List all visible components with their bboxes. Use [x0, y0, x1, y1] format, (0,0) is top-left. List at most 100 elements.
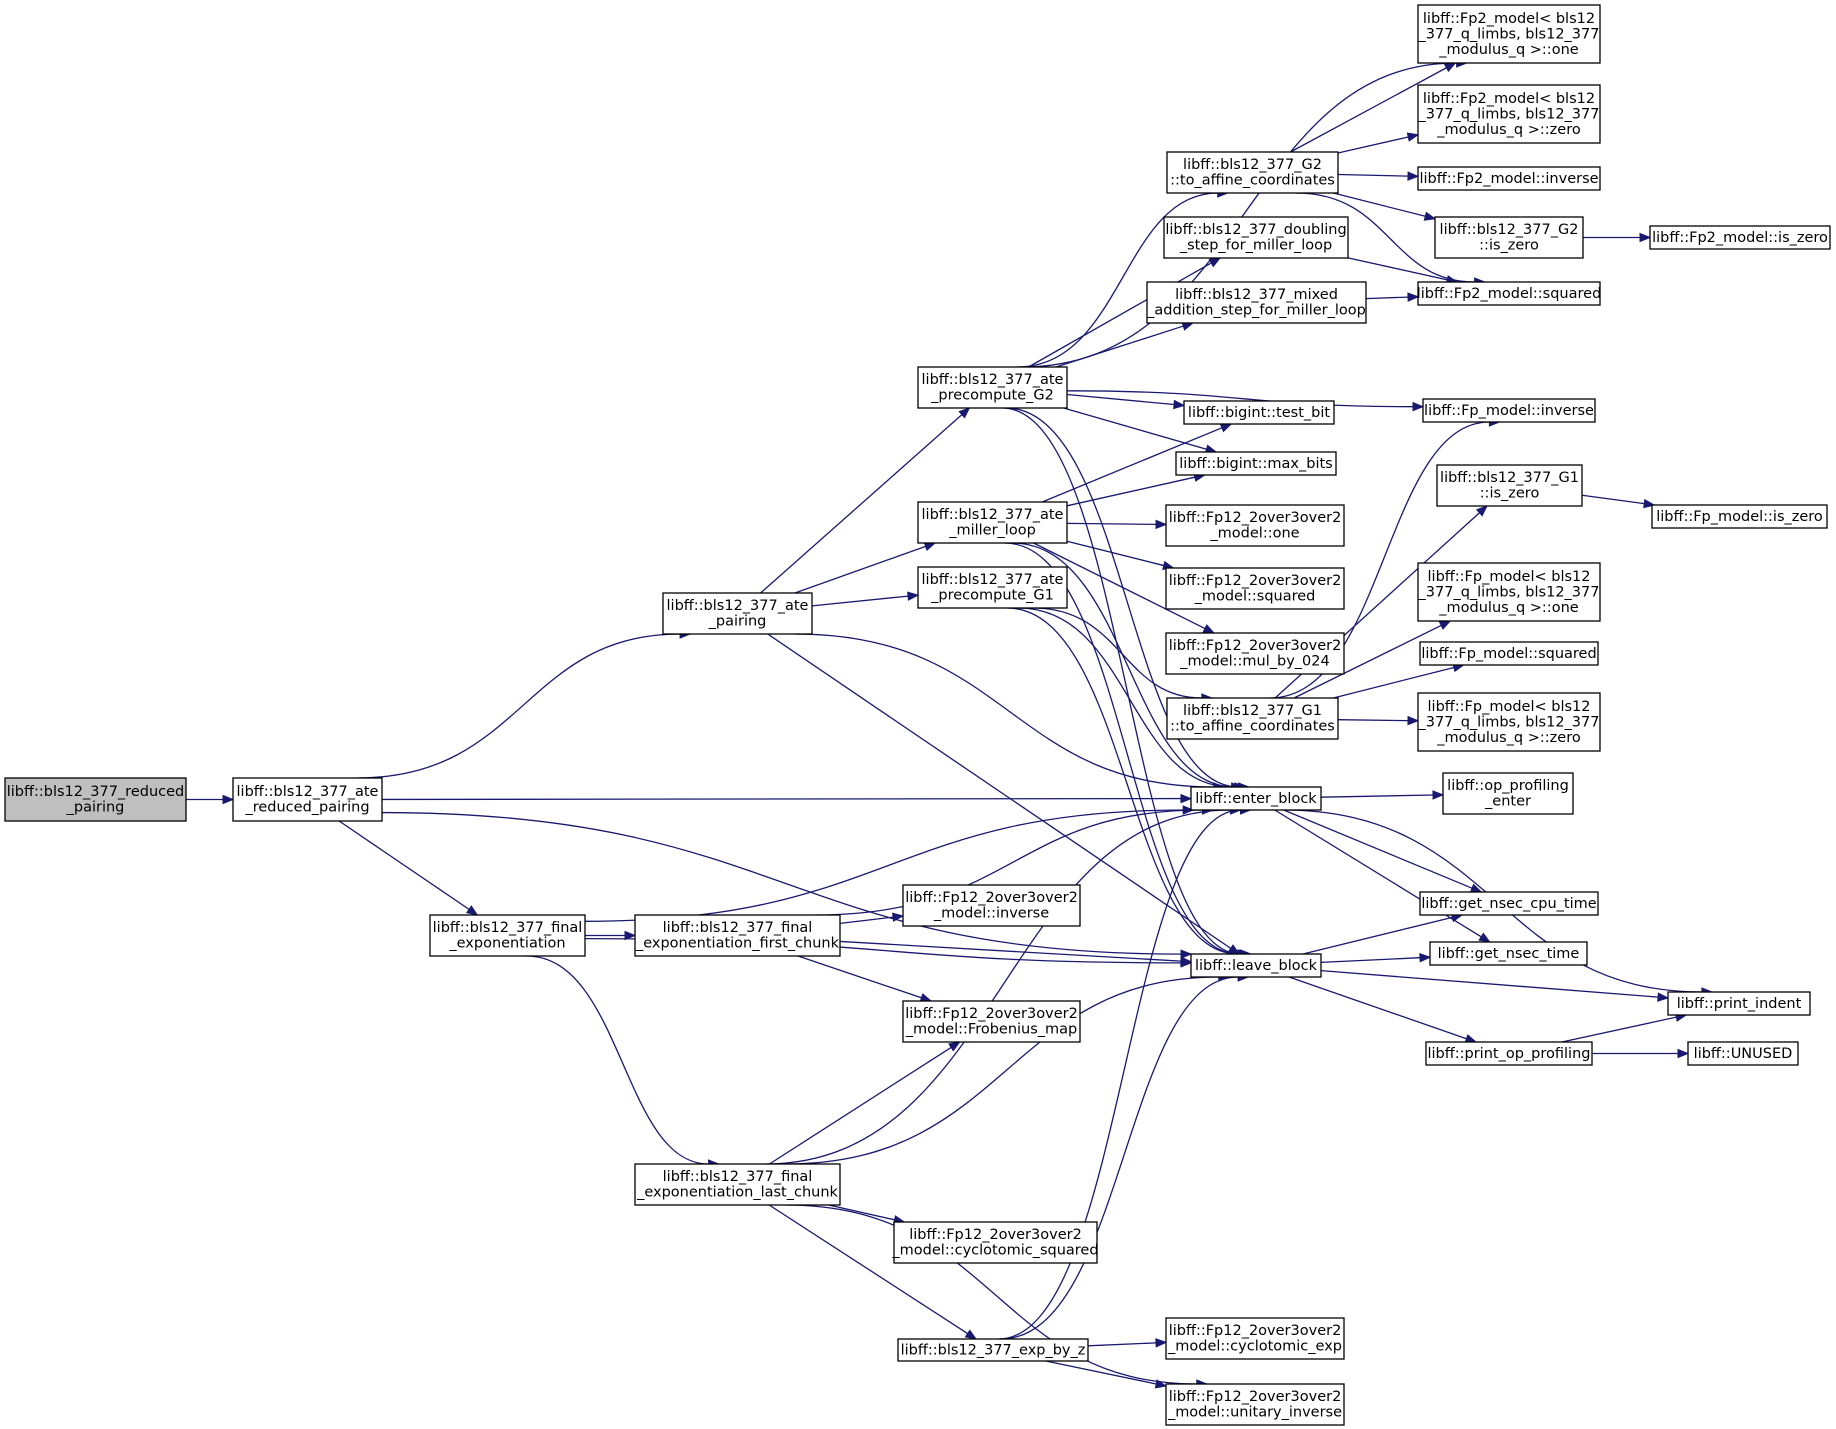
- node-print_op_profiling[interactable]: libff::print_op_profiling: [1425, 1041, 1593, 1066]
- edge-print_op_profiling-to-print_indent: [1561, 1012, 1688, 1043]
- node-label: libff::bls12_377_final: [433, 920, 583, 936]
- node-fp_is_zero[interactable]: libff::Fp_model::is_zero: [1651, 504, 1828, 529]
- edge-line: [828, 1204, 895, 1221]
- node-label: libff::op_profiling: [1447, 778, 1569, 794]
- node-fp2_zero[interactable]: libff::Fp2_model< bls12_377_q_limbs, bls…: [1417, 84, 1601, 144]
- node-fp_one[interactable]: libff::Fp_model< bls12_377_q_limbs, bls1…: [1417, 562, 1601, 622]
- node-exp_by_z[interactable]: libff::bls12_377_exp_by_z: [897, 1338, 1089, 1362]
- edge-ate_miller_loop-to-fp12_mul_by_024: [1033, 542, 1216, 634]
- node-g1_to_affine[interactable]: libff::bls12_377_G1::to_affine_coordinat…: [1166, 697, 1339, 740]
- node-label: libff::leave_block: [1195, 958, 1318, 974]
- node-label: libff::Fp_model< bls12: [1428, 569, 1591, 585]
- node-unused[interactable]: libff::UNUSED: [1687, 1041, 1799, 1066]
- edge-line: [1022, 62, 1457, 368]
- node-final_exponentiation[interactable]: libff::bls12_377_final_exponentiation: [429, 914, 586, 957]
- node-g1_is_zero[interactable]: libff::bls12_377_G1::is_zero: [1436, 464, 1583, 507]
- edge-line: [1337, 719, 1409, 722]
- node-ate_miller_loop[interactable]: libff::bls12_377_ate_miller_loop: [917, 501, 1068, 544]
- edge-ate_reduced_pairing-to-final_exponentiation: [338, 820, 479, 916]
- node-box: [634, 1163, 841, 1206]
- node-fp2_one[interactable]: libff::Fp2_model< bls12_377_q_limbs, bls…: [1417, 4, 1601, 64]
- edge-ate_precompute_G2-to-leave_block: [1001, 407, 1253, 959]
- node-final_first_chunk[interactable]: libff::bls12_377_final_exponentiation_fi…: [634, 914, 841, 957]
- edge-arrowhead: [1180, 949, 1193, 959]
- node-box: [1146, 281, 1367, 324]
- edge-arrowhead: [222, 794, 235, 805]
- node-g2_to_affine[interactable]: libff::bls12_377_G2::to_affine_coordinat…: [1166, 151, 1339, 194]
- node-fp_zero[interactable]: libff::Fp_model< bls12_377_q_limbs, bls1…: [1417, 692, 1601, 752]
- edge-line: [1000, 976, 1239, 1340]
- node-fp2_squared[interactable]: libff::Fp2_model::squared: [1417, 281, 1602, 306]
- node-fp12_inverse[interactable]: libff::Fp12_2over3over2_model::inverse: [902, 884, 1081, 927]
- node-mixed_addition_step[interactable]: libff::bls12_377_mixed_addition_step_for…: [1146, 281, 1367, 324]
- node-ate_reduced_pairing[interactable]: libff::bls12_377_ate_reduced_pairing: [232, 777, 383, 822]
- node-fp12_squared[interactable]: libff::Fp12_2over3over2_model::squared: [1165, 567, 1345, 610]
- node-op_profiling_enter[interactable]: libff::op_profiling_enter: [1442, 772, 1574, 815]
- node-box: [662, 592, 813, 635]
- node-fp2_inverse[interactable]: libff::Fp2_model::inverse: [1417, 166, 1601, 191]
- edge-enter_block-to-get_nsec_cpu_time: [1283, 809, 1483, 893]
- node-label: _modulus_q >::one: [1438, 42, 1578, 58]
- node-g2_is_zero[interactable]: libff::bls12_377_G2::is_zero: [1434, 216, 1584, 259]
- node-box: [1442, 772, 1574, 815]
- node-fp12_frobenius[interactable]: libff::Fp12_2over3over2_model::Frobenius…: [902, 1000, 1081, 1043]
- edge-ate_pairing-to-ate_precompute_G2: [760, 407, 971, 594]
- edge-line: [1033, 607, 1202, 699]
- node-reduced_pairing[interactable]: libff::bls12_377_reduced_pairing: [4, 777, 187, 822]
- edge-arrowhead: [1219, 423, 1233, 433]
- node-fp12_unitary_inverse[interactable]: libff::Fp12_2over3over2_model::unitary_i…: [1165, 1383, 1345, 1426]
- edge-leave_block-to-print_indent: [1320, 969, 1670, 1002]
- node-ate_precompute_G1[interactable]: libff::bls12_377_ate_precompute_G1: [917, 566, 1068, 609]
- edge-arrowhead: [1419, 952, 1432, 963]
- node-fp12_one[interactable]: libff::Fp12_2over3over2_model::one: [1165, 504, 1345, 547]
- node-print_indent[interactable]: libff::print_indent: [1667, 991, 1811, 1016]
- node-label: libff::get_nsec_cpu_time: [1421, 896, 1596, 912]
- node-label: _step_for_miller_loop: [1179, 238, 1332, 254]
- node-enter_block[interactable]: libff::enter_block: [1190, 786, 1322, 811]
- edge-final_last_chunk-to-fp12_cyclotomic_squared: [828, 1204, 906, 1225]
- node-ate_precompute_G2[interactable]: libff::bls12_377_ate_precompute_G2: [917, 366, 1068, 409]
- node-label: libff::bls12_377_G2: [1440, 222, 1579, 238]
- edge-line: [1333, 192, 1426, 217]
- node-label: libff::bls12_377_ate: [922, 507, 1064, 523]
- node-box: [917, 566, 1068, 609]
- edge-final_first_chunk-to-fp12_frobenius: [797, 955, 933, 1003]
- edge-line: [1561, 1016, 1677, 1043]
- node-get_nsec_time[interactable]: libff::get_nsec_time: [1429, 941, 1588, 966]
- node-box: [917, 366, 1068, 409]
- node-fp_squared[interactable]: libff::Fp_model::squared: [1419, 641, 1599, 666]
- node-label: libff::Fp_model::squared: [1421, 646, 1596, 662]
- node-fp_inverse[interactable]: libff::Fp_model::inverse: [1422, 398, 1596, 423]
- edge-mixed_addition_step-to-fp2_squared: [1365, 292, 1420, 302]
- node-bigint_max_bits[interactable]: libff::bigint::max_bits: [1175, 451, 1337, 476]
- node-ate_pairing[interactable]: libff::bls12_377_ate_pairing: [662, 592, 813, 635]
- node-doubling_step[interactable]: libff::bls12_377_doubling_step_for_mille…: [1163, 216, 1349, 259]
- edge-line: [1320, 969, 1659, 998]
- edge-final_last_chunk-to-fp12_frobenius: [769, 1041, 961, 1165]
- edge-arrowhead: [466, 905, 479, 916]
- node-leave_block[interactable]: libff::leave_block: [1190, 953, 1322, 978]
- node-get_nsec_cpu_time[interactable]: libff::get_nsec_cpu_time: [1419, 891, 1599, 916]
- node-final_last_chunk[interactable]: libff::bls12_377_final_exponentiation_la…: [634, 1163, 841, 1206]
- node-label: libff::Fp_model::inverse: [1424, 403, 1594, 419]
- node-box: [1417, 166, 1601, 191]
- edge-line: [797, 955, 922, 999]
- edge-arrowhead: [1478, 932, 1491, 943]
- node-box: [1434, 216, 1584, 259]
- node-fp12_cyclotomic_exp[interactable]: libff::Fp12_2over3over2_model::cyclotomi…: [1165, 1317, 1345, 1360]
- node-label: libff::Fp12_2over3over2: [1169, 510, 1342, 526]
- node-label: _model::cyclotomic_squared: [891, 1243, 1098, 1259]
- node-bigint_test_bit[interactable]: libff::bigint::test_bit: [1183, 400, 1335, 425]
- edge-ate_pairing-to-enter_block: [794, 633, 1226, 792]
- node-box: [1166, 151, 1339, 194]
- node-fp2_is_zero[interactable]: libff::Fp2_model::is_zero: [1649, 225, 1831, 250]
- edge-line: [839, 940, 1182, 962]
- edge-g1_to_affine-to-fp_zero: [1337, 715, 1420, 726]
- node-fp12_cyclotomic_squared[interactable]: libff::Fp12_2over3over2_model::cyclotomi…: [891, 1221, 1099, 1264]
- edge-arrowhead: [1412, 401, 1425, 412]
- node-fp12_mul_by_024[interactable]: libff::Fp12_2over3over2_model::mul_by_02…: [1165, 632, 1345, 675]
- node-box: [1687, 1041, 1799, 1066]
- edge-ate_miller_loop-to-fp12_squared: [1066, 540, 1175, 571]
- edge-line: [1288, 976, 1467, 1040]
